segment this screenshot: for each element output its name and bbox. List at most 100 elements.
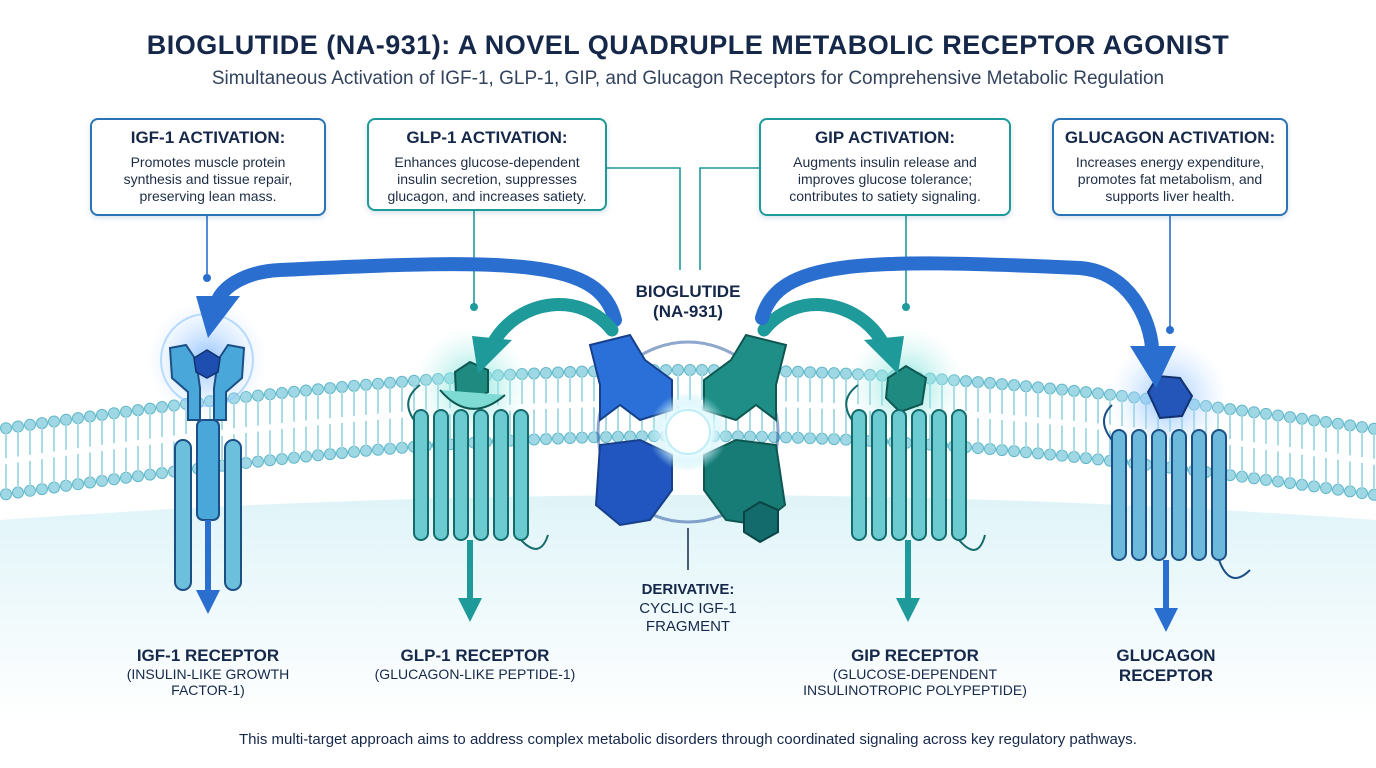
glp1-card-text: Enhances glucose-dependent insulin secre… <box>387 154 587 204</box>
gip-receptor-sub-2: INSULINOTROPIC POLYPEPTIDE) <box>803 682 1027 698</box>
lipid-head <box>1344 419 1356 432</box>
lipid-head <box>1068 384 1080 397</box>
lipid-head <box>1032 381 1044 394</box>
lipid-head <box>12 420 24 433</box>
arrow-to-glucagon <box>755 256 1159 355</box>
gip-center-connector <box>699 167 760 270</box>
glp1-receptor <box>407 327 549 622</box>
lipid-head <box>300 384 312 397</box>
lipid-head <box>1044 448 1056 461</box>
lipid-head <box>1092 453 1104 466</box>
lipid-head <box>792 431 804 444</box>
lipid-head <box>276 386 288 399</box>
arrow-head-gip <box>864 336 904 374</box>
lipid-head <box>840 433 852 446</box>
lipid-head <box>132 470 144 483</box>
lipid-head <box>828 433 840 446</box>
lipid-head <box>1236 470 1248 483</box>
lipid-head <box>156 467 168 480</box>
lipid-head <box>312 383 324 396</box>
lipid-head <box>672 364 684 377</box>
igf1-receptor-sub-1: (INSULIN-LIKE GROWTH <box>126 666 290 682</box>
lipid-head <box>84 476 96 489</box>
lipid-head <box>0 488 12 501</box>
lipid-head <box>336 380 348 393</box>
lipid-head <box>24 484 36 497</box>
arrow-to-igf1 <box>211 257 622 327</box>
lipid-head <box>72 412 84 425</box>
lipid-head <box>348 445 360 458</box>
lipid-head <box>384 442 396 455</box>
lipid-head <box>996 444 1008 457</box>
lipid-head <box>780 431 792 444</box>
lipid-head <box>348 379 360 392</box>
arrow-head-glucagon <box>1130 346 1176 388</box>
lipid-head <box>1368 422 1376 435</box>
lipid-head <box>1020 446 1032 459</box>
lipid-head <box>276 452 288 465</box>
lipid-head <box>1296 478 1308 491</box>
lipid-head <box>792 365 804 378</box>
lipid-head <box>396 375 408 388</box>
lipid-head <box>1284 411 1296 424</box>
lipid-head <box>1056 449 1068 462</box>
gip-receptor <box>845 327 986 622</box>
lipid-head <box>1008 445 1020 458</box>
lipid-head <box>336 446 348 459</box>
igf1-activation-card: IGF-1 ACTIVATION: Promotes muscle protei… <box>90 118 326 216</box>
lipid-head <box>312 449 324 462</box>
lipid-head <box>36 417 48 430</box>
lipid-head <box>144 402 156 415</box>
igf1-card-title: IGF-1 ACTIVATION: <box>130 128 286 147</box>
lipid-head <box>1308 480 1320 493</box>
glp1-activation-card: GLP-1 ACTIVATION: Enhances glucose-depen… <box>367 118 607 211</box>
lipid-head <box>528 433 540 446</box>
glucagon-receptor-label: GLUCAGON RECEPTOR <box>1096 646 1236 686</box>
lipid-head <box>1368 488 1376 501</box>
lipid-head <box>1236 404 1248 417</box>
glucagon-receptor-name-2: RECEPTOR <box>1118 666 1214 685</box>
lipid-head <box>552 366 564 379</box>
lipid-head <box>1320 482 1332 495</box>
lipid-head <box>1356 421 1368 434</box>
lipid-head <box>1260 407 1272 420</box>
lipid-head <box>72 478 84 491</box>
lipid-head <box>360 444 372 457</box>
igf1-card-text: Promotes muscle protein synthesis and ti… <box>123 154 293 204</box>
glp1-receptor-label: GLP-1 RECEPTOR (GLUCAGON-LIKE PEPTIDE-1) <box>370 646 580 682</box>
glucagon-activation-card: GLUCAGON ACTIVATION: Increases energy ex… <box>1052 118 1288 216</box>
lipid-head <box>1332 483 1344 496</box>
gip-card-text: Augments insulin release and improves gl… <box>789 154 981 204</box>
lipid-head <box>540 366 552 379</box>
arrow-to-glp1 <box>488 298 619 347</box>
arrow-to-gip <box>757 298 888 347</box>
page-subtitle: Simultaneous Activation of IGF-1, GLP-1,… <box>211 68 1165 89</box>
lipid-head <box>396 441 408 454</box>
glucagon-receptor-name-1: GLUCAGON <box>1116 646 1216 665</box>
lipid-head <box>1080 386 1092 399</box>
activation-arrows <box>196 256 1176 388</box>
lipid-head <box>564 366 576 379</box>
bioglutide-label: BIOGLUTIDE (NA-931) <box>608 282 768 322</box>
lipid-head <box>696 364 708 377</box>
lipid-head <box>288 451 300 464</box>
bioglutide-code: (NA-931) <box>653 302 723 321</box>
lipid-head <box>564 432 576 445</box>
cytoplasm-region <box>0 495 1376 720</box>
lipid-head <box>816 366 828 379</box>
lipid-head <box>1248 472 1260 485</box>
lipid-head <box>120 405 132 418</box>
lipid-head <box>12 486 24 499</box>
lipid-head <box>48 415 60 428</box>
lipid-head <box>1356 487 1368 500</box>
lipid-head <box>756 430 768 443</box>
gip-receptor-label: GIP RECEPTOR (GLUCOSE-DEPENDENT INSULINO… <box>800 646 1030 698</box>
lipid-head <box>972 442 984 455</box>
gip-receptor-name: GIP RECEPTOR <box>851 646 979 665</box>
lipid-head <box>36 483 48 496</box>
derivative-title: DERIVATIVE: <box>641 581 735 598</box>
derivative-line-2: FRAGMENT <box>645 618 731 635</box>
lipid-head <box>1284 477 1296 490</box>
lipid-head <box>684 364 696 377</box>
lipid-head <box>1248 406 1260 419</box>
